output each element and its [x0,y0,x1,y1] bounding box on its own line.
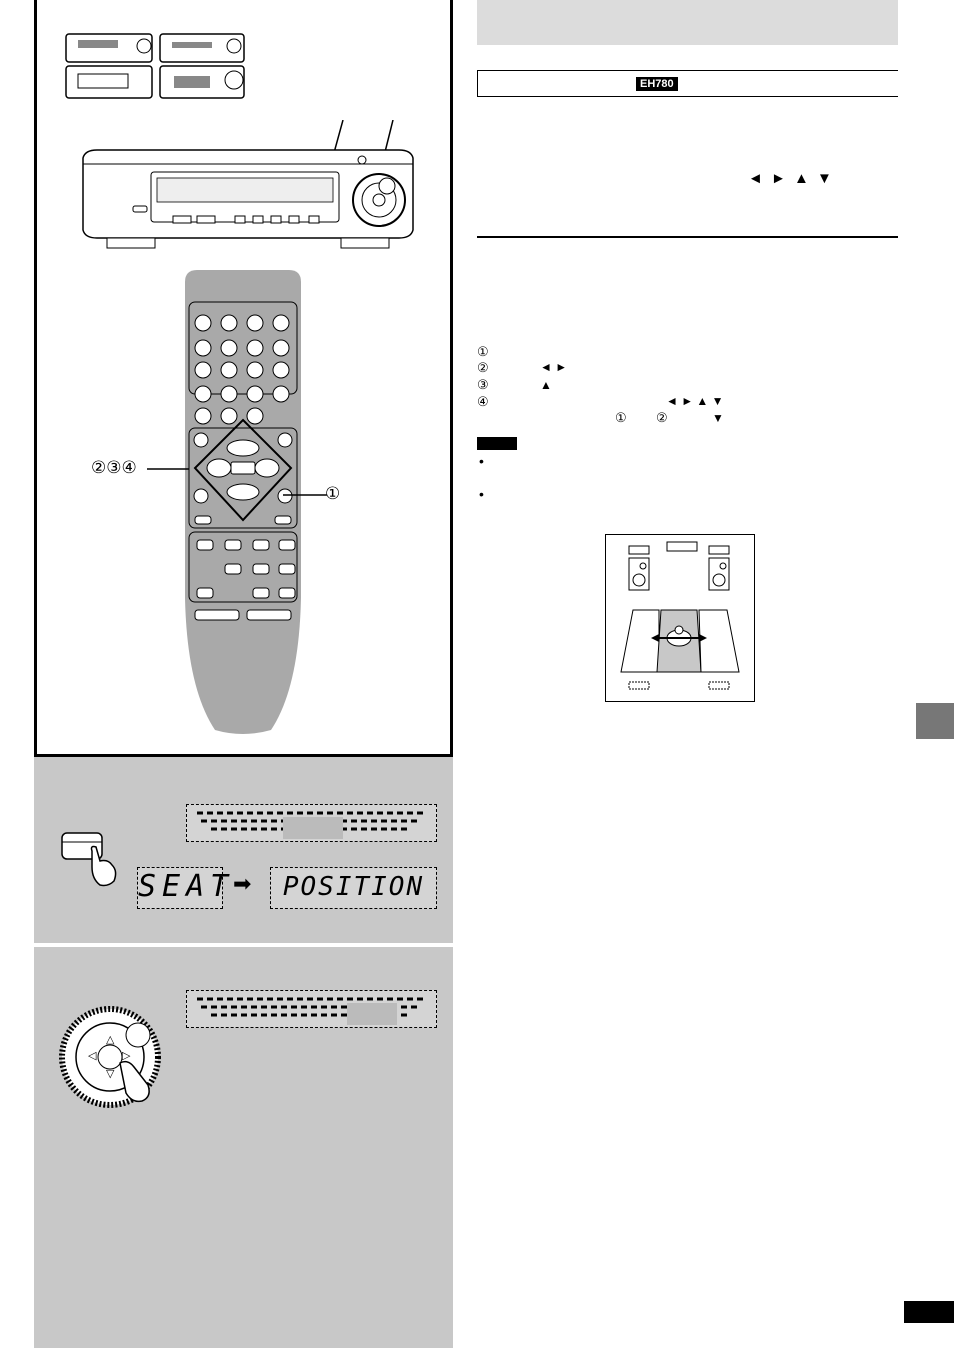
illustration-panel: ②③④ ① [34,0,453,757]
dial-up-icon: △ [106,1034,115,1046]
direction-arrows: ◄ ► ▲ ▼ [748,170,834,187]
step-panel-dial: △ ▽ ◁ ▷ [34,947,453,1348]
dial-down-icon: ▽ [106,1068,115,1080]
lcd-display-seat-graphic [186,804,437,842]
stereo-system-illustration [65,33,245,99]
step-4-ref-2: ② [656,410,668,425]
remote-callout-lines [147,468,327,496]
step-4-number: ④ [477,394,489,409]
note-bullet-2: • [479,486,484,502]
jog-dial-illustration [59,1006,161,1108]
page-number-tab [904,1301,954,1323]
hand-pressing-button-icon [61,832,117,887]
main-unit-illustration [82,120,414,249]
remote-callout-steps-234: ②③④ [91,458,137,477]
section-rule [477,236,898,238]
lcd-display-seat: SEAT [137,867,228,909]
step-4-down-arrow: ▼ [712,411,724,425]
divider [34,943,453,947]
step-1-number: ① [477,344,489,359]
dial-right-icon: ▷ [122,1050,131,1062]
step-panel-seat-position: SEAT ➡ POSITION [34,757,453,943]
dial-left-icon: ◁ [88,1050,97,1062]
section-side-tab [916,703,954,739]
step-4-arrows: ◄ ► ▲ ▼ [666,394,724,408]
model-header-box: EH780 [477,70,898,97]
lcd-display-position-graphic [186,990,437,1028]
step-3-number: ③ [477,377,489,392]
step-2-number: ② [477,360,489,375]
step-4-ref-1: ① [615,410,627,425]
remote-callout-step-1: ① [325,484,341,503]
step-2-arrows: ◄ ► [540,360,568,374]
section-title-bar [477,0,898,45]
lcd-display-position: POSITION [270,867,437,909]
model-badge: EH780 [636,77,678,91]
remote-control-illustration [185,270,301,734]
note-bullet-1: • [479,453,484,469]
step-3-arrow: ▲ [540,378,552,392]
seat-position-diagram [605,534,755,702]
arrow-right-icon: ➡ [233,871,252,896]
note-badge [477,437,517,450]
